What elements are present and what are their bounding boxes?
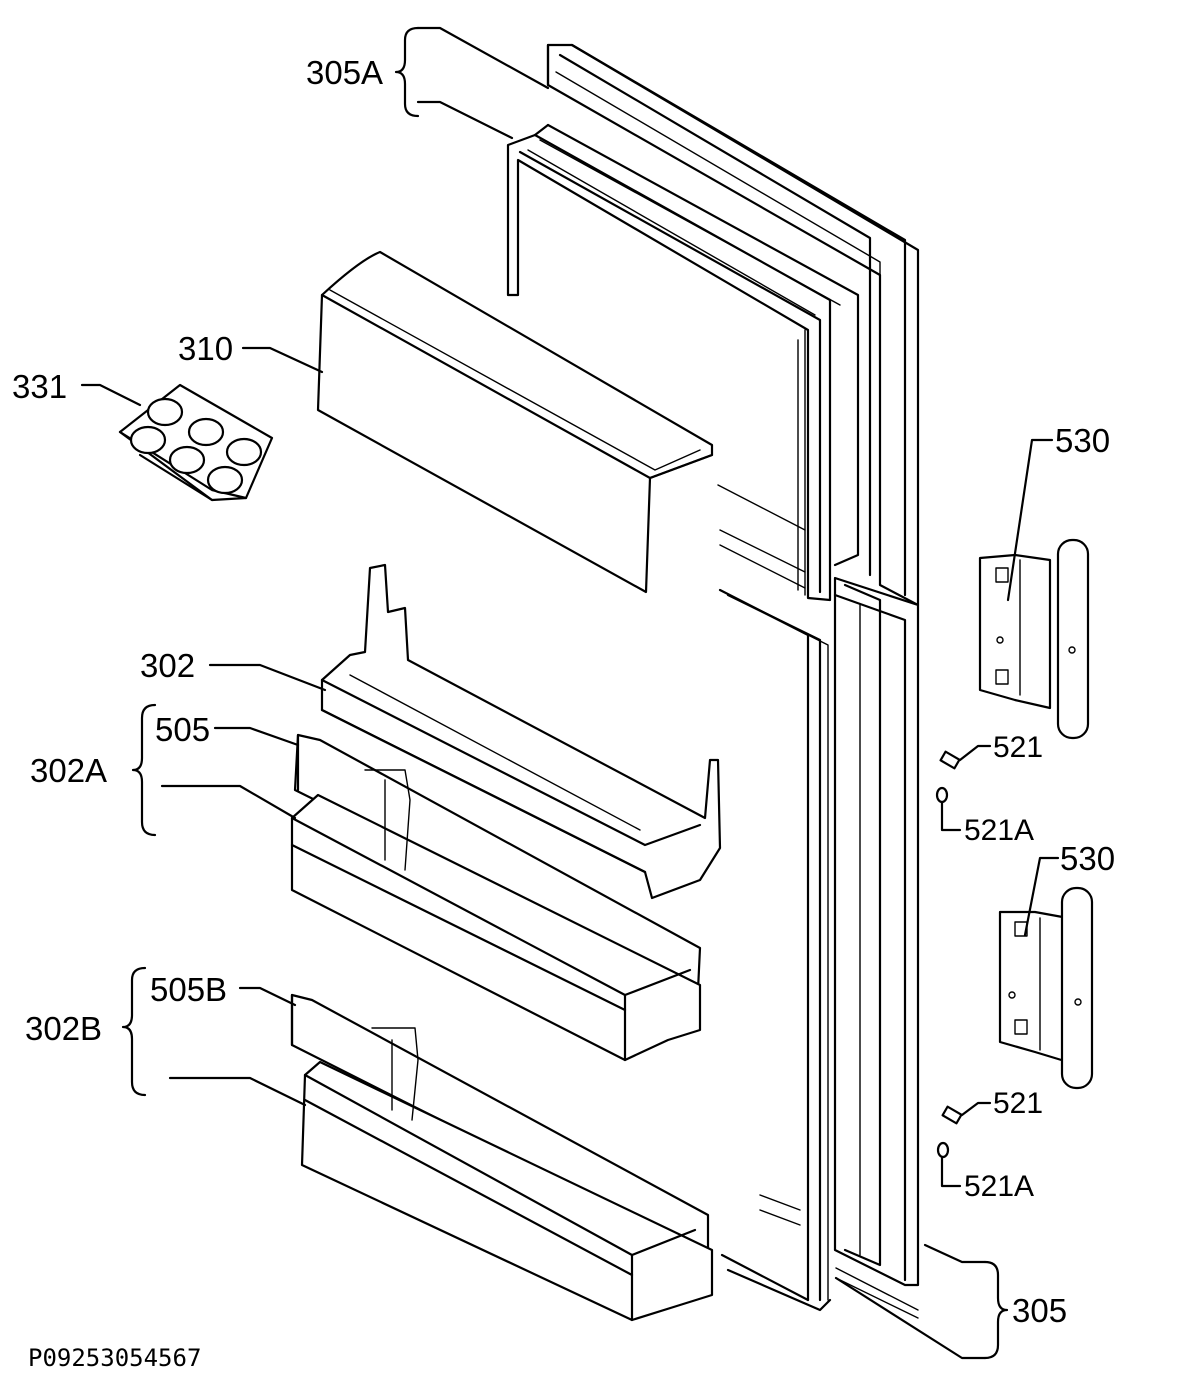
shelf-cover <box>316 250 714 594</box>
callout-331: 331 <box>12 368 67 405</box>
upper-door <box>506 43 920 607</box>
callout-505b: 505B <box>150 971 227 1008</box>
callout-310: 310 <box>178 330 233 367</box>
callout-305a: 305A <box>306 54 383 91</box>
callout-302a: 302A <box>30 752 107 789</box>
door-handle-upper <box>978 538 1090 740</box>
bin-302a <box>290 733 702 1062</box>
door-bin-302 <box>320 563 722 900</box>
screw-upper <box>939 750 961 770</box>
callout-521-upper: 521 <box>993 731 1043 764</box>
callout-302b: 302B <box>25 1010 102 1047</box>
callout-505: 505 <box>155 711 210 748</box>
lower-door <box>718 576 920 1319</box>
egg-tray <box>118 383 274 502</box>
callout-521a-lower: 521A <box>964 1170 1034 1203</box>
leader-lines <box>80 26 1060 1360</box>
screw-lower <box>941 1105 963 1125</box>
drawing-reference: P09253054567 <box>28 1344 201 1372</box>
callout-305: 305 <box>1012 1292 1067 1329</box>
cap-lower <box>936 1141 950 1159</box>
callout-530-upper: 530 <box>1055 422 1110 459</box>
callout-521a-upper: 521A <box>964 814 1034 847</box>
door-handle-lower <box>998 886 1094 1090</box>
callout-521-lower: 521 <box>993 1087 1043 1120</box>
callout-530-lower: 530 <box>1060 840 1115 877</box>
callout-302: 302 <box>140 647 195 684</box>
cap-upper <box>935 786 949 804</box>
